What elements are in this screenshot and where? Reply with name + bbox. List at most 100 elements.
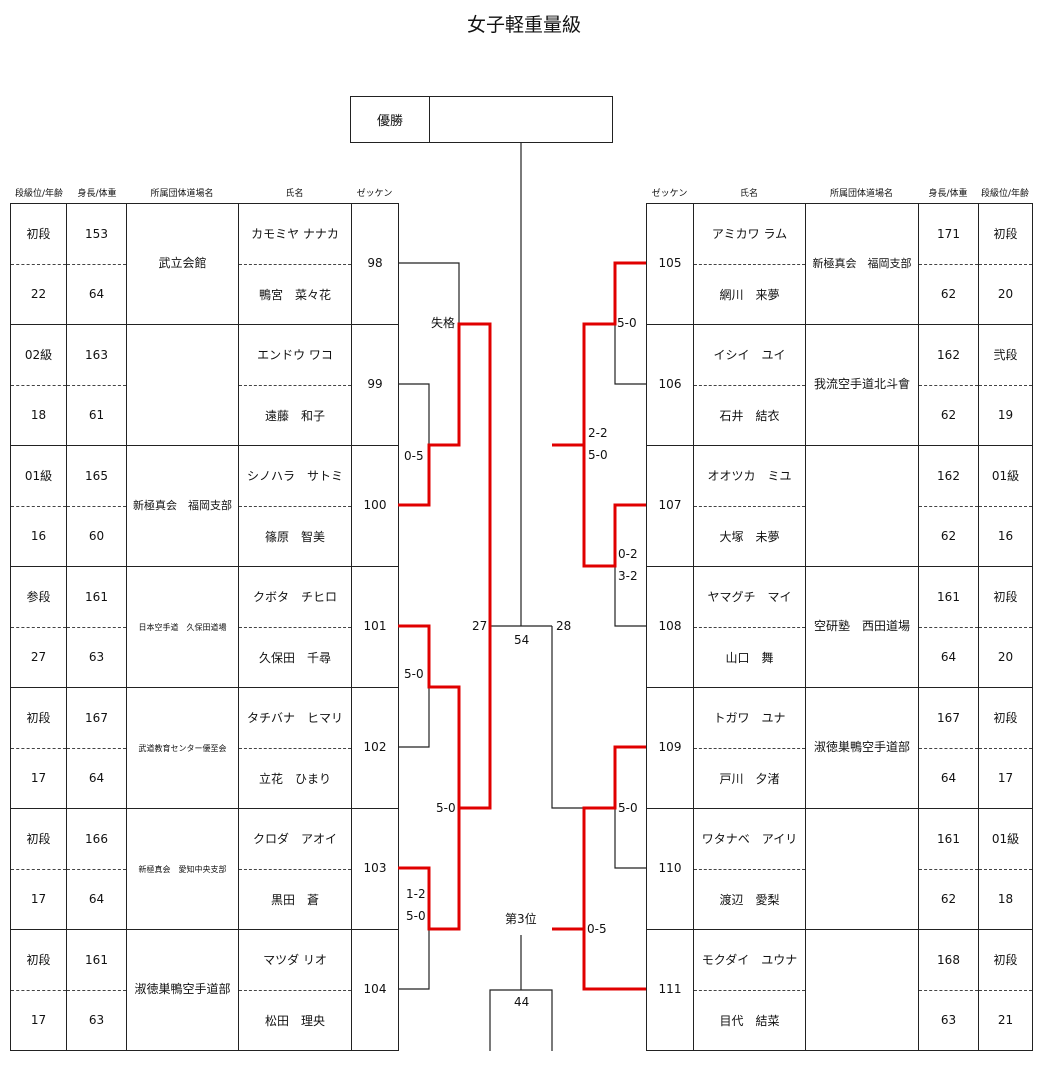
player-zekken: 102 <box>351 687 399 809</box>
player-height: 161 <box>66 929 127 991</box>
player-height: 162 <box>918 324 979 386</box>
player-kana: ワタナベ アイリ <box>693 808 806 870</box>
champion-label: 優勝 <box>351 97 430 142</box>
player-rank: 初段 <box>978 687 1033 749</box>
player-weight: 62 <box>918 505 979 567</box>
player-kana: ヤマグチ マイ <box>693 566 806 628</box>
player-weight: 63 <box>66 626 127 688</box>
player-zekken: 99 <box>351 324 399 446</box>
score-label: 5-0 <box>406 909 426 923</box>
left-r1-98 <box>398 262 460 324</box>
page-title: 女子軽重量級 <box>466 14 581 36</box>
winner-path-105 <box>552 261 646 447</box>
player-row-bottom: 石井 結衣 62 19 <box>647 384 1033 446</box>
player-zekken: 106 <box>646 324 694 446</box>
player-age: 17 <box>10 747 67 809</box>
third-place-label: 第3位 <box>505 911 537 926</box>
score-label: 2-2 <box>588 426 608 440</box>
player-rank: 01級 <box>978 445 1033 507</box>
player-zekken: 98 <box>351 203 399 325</box>
player-kana: クロダ アオイ <box>238 808 352 870</box>
player-weight: 64 <box>918 626 979 688</box>
player-dojo: 淑徳巣鴨空手道部 <box>805 687 919 809</box>
left-r1-99 <box>398 383 430 445</box>
score-label: 5-0 <box>404 667 424 681</box>
player-height: 171 <box>918 203 979 265</box>
header-right-body: 身長/体重 <box>928 189 968 199</box>
player-age: 16 <box>10 505 67 567</box>
winner-path-109 <box>552 745 646 931</box>
player-rank: 02級 <box>10 324 67 386</box>
player-row-top: 111 モクダイ ユウナ 168 初段 <box>646 929 1033 1051</box>
player-row-top: 初段 153 武立会館 カモミヤ ナナカ 98 <box>10 203 399 325</box>
player-height: 167 <box>918 687 979 749</box>
player-rank: 初段 <box>10 687 67 749</box>
player-age: 18 <box>10 384 67 446</box>
player-dojo: 武立会館 <box>126 203 239 325</box>
winner-path-111 <box>582 929 646 991</box>
player-kana: アミカワ ラム <box>693 203 806 265</box>
player-dojo: 武道教育センター優至会 <box>126 687 239 809</box>
right-r1-108 <box>614 566 646 627</box>
player-weight: 61 <box>66 384 127 446</box>
player-age: 20 <box>978 263 1033 325</box>
player-kana: エンドウ ワコ <box>238 324 352 386</box>
header-right-name: 氏名 <box>739 189 758 199</box>
player-weight: 60 <box>66 505 127 567</box>
player-row-top: 参段 161 日本空手道 久保田道場 クボタ チヒロ 101 <box>10 566 399 688</box>
header-right-rank: 段級位/年齢 <box>980 189 1030 199</box>
player-row-top: 02級 163 エンドウ ワコ 99 <box>10 324 399 446</box>
player-name: 鴨宮 菜々花 <box>238 263 352 325</box>
player-dojo <box>805 445 919 567</box>
bracket-black-lines <box>398 143 646 1051</box>
player-dojo: 淑徳巣鴨空手道部 <box>126 929 239 1051</box>
player-height: 166 <box>66 808 127 870</box>
score-label: 失格 <box>431 315 455 330</box>
player-weight: 62 <box>918 868 979 930</box>
header-right-dojo: 所属団体道場名 <box>829 189 893 199</box>
player-kana: イシイ ユイ <box>693 324 806 386</box>
player-rank: 初段 <box>978 566 1033 628</box>
player-dojo: 新極真会 愛知中央支部 <box>126 808 239 930</box>
player-age: 17 <box>10 989 67 1051</box>
player-row-top: 107 オオツカ ミユ 162 01級 <box>646 445 1033 567</box>
score-label: 3-2 <box>618 569 638 583</box>
player-row-bottom: 目代 結菜 63 21 <box>647 989 1033 1051</box>
player-row-bottom: 16 60 篠原 智美 <box>10 505 399 567</box>
player-name: 山口 舞 <box>693 626 806 688</box>
player-dojo: 我流空手道北斗會 <box>805 324 919 446</box>
header-right-zekken: ゼッケン <box>651 189 688 199</box>
player-name: 松田 理央 <box>238 989 352 1051</box>
player-dojo-text: 武道教育センター優至会 <box>138 744 227 754</box>
score-label: 5-0 <box>617 316 637 330</box>
champion-box: 優勝 <box>350 96 613 143</box>
right-r1-106 <box>614 324 646 385</box>
winner-path-100 <box>398 322 492 810</box>
player-name: 篠原 智美 <box>238 505 352 567</box>
player-weight: 64 <box>66 747 127 809</box>
score-label: 5-0 <box>588 448 608 462</box>
player-kana: トガワ ユナ <box>693 687 806 749</box>
player-age: 19 <box>978 384 1033 446</box>
player-row-bottom: 27 63 久保田 千尋 <box>10 626 399 688</box>
header-left-body: 身長/体重 <box>77 189 117 199</box>
player-age: 16 <box>978 505 1033 567</box>
player-kana: オオツカ ミユ <box>693 445 806 507</box>
player-dojo: 新極真会 福岡支部 <box>126 445 239 567</box>
player-rank: 初段 <box>10 203 67 265</box>
header-left-zekken: ゼッケン <box>356 189 393 199</box>
header-left-name: 氏名 <box>285 189 304 199</box>
player-row-top: 初段 166 新極真会 愛知中央支部 クロダ アオイ 103 <box>10 808 399 930</box>
player-zekken: 111 <box>646 929 694 1051</box>
score-label: 0-5 <box>587 922 607 936</box>
player-row-bottom: 18 61 遠藤 和子 <box>10 384 399 446</box>
player-zekken: 100 <box>351 445 399 567</box>
player-row-top: 初段 161 淑徳巣鴨空手道部 マツダ リオ 104 <box>10 929 399 1051</box>
player-row-bottom: 17 64 立花 ひまり <box>10 747 399 809</box>
player-kana: マツダ リオ <box>238 929 352 991</box>
player-row-bottom: 17 64 黒田 蒼 <box>10 868 399 930</box>
right-roster-table: 105 アミカワ ラム 新極真会 福岡支部 171 初段 網川 来夢 62 20… <box>646 203 1033 1051</box>
player-age: 21 <box>978 989 1033 1051</box>
right-sf-lower <box>551 626 584 809</box>
player-zekken: 110 <box>646 808 694 930</box>
